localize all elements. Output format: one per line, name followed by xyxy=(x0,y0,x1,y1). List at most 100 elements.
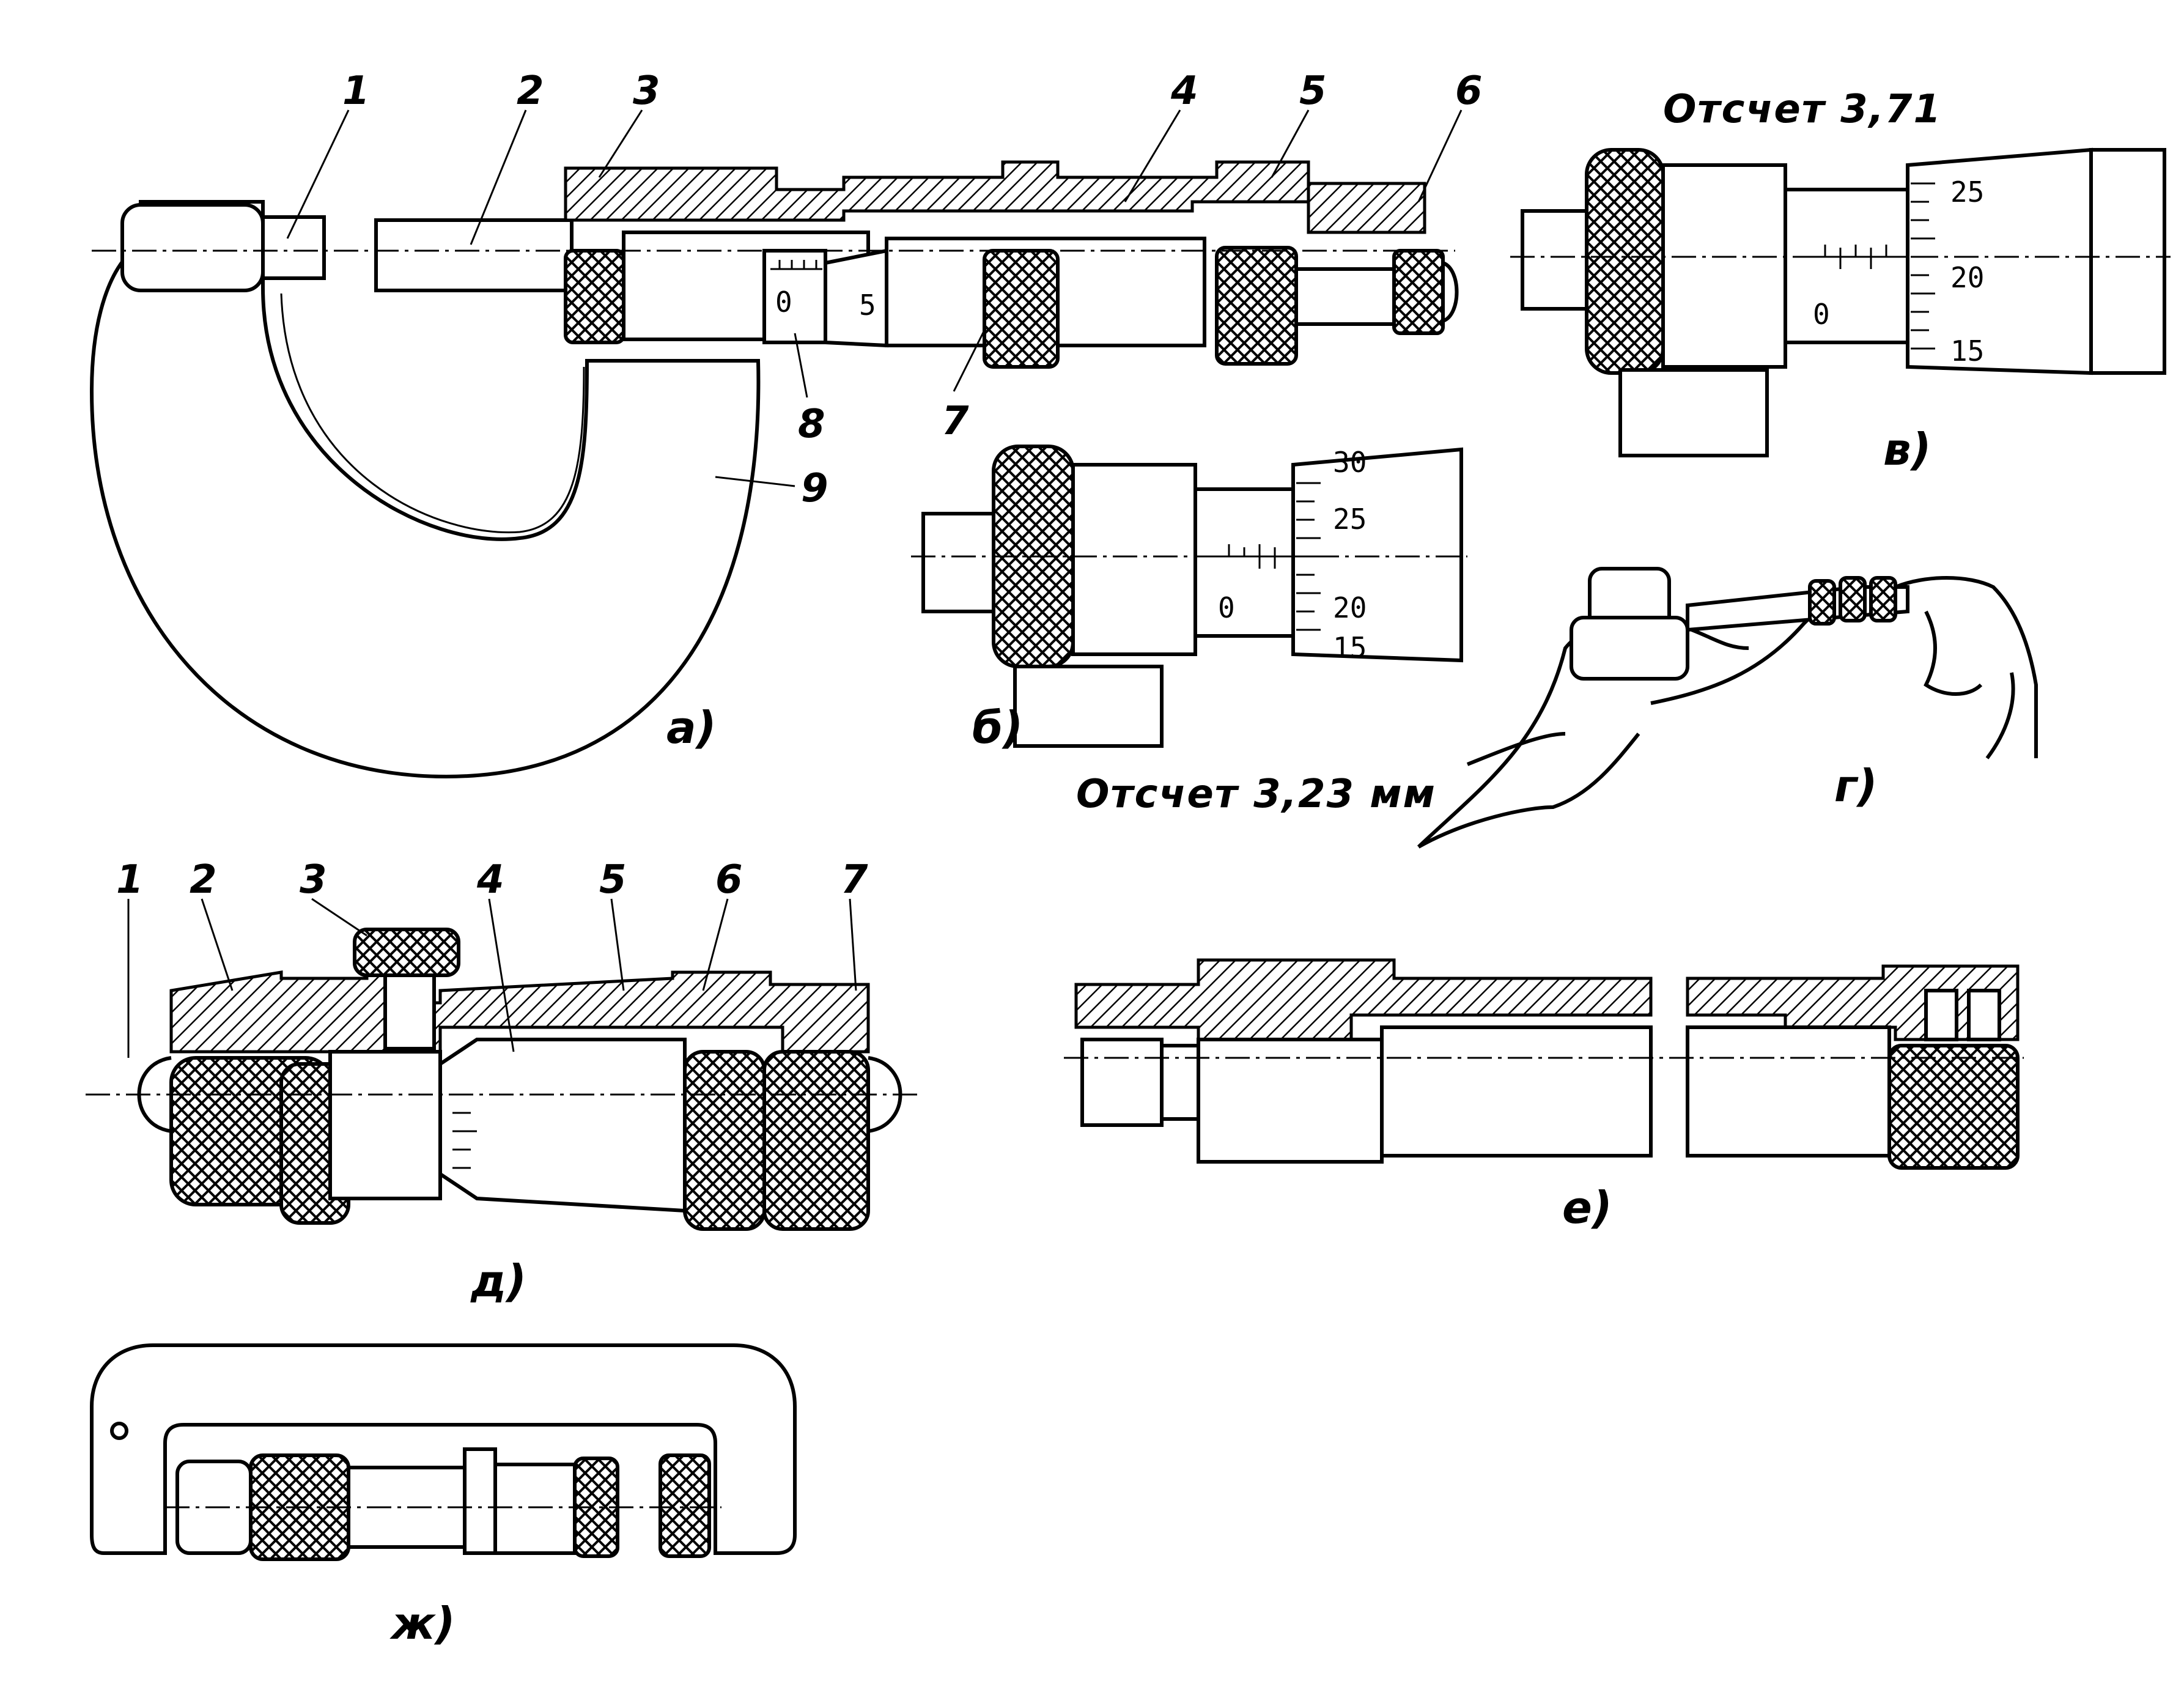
g-right-hand xyxy=(1894,576,2038,759)
b-thimble-30: 30 xyxy=(1333,446,1367,479)
scale-mark-0: 0 xyxy=(775,286,792,319)
e-rod-end xyxy=(1080,1038,1164,1127)
leader-8 xyxy=(794,333,808,398)
label-d-1: 1 xyxy=(116,857,144,903)
frame-9 xyxy=(89,200,761,779)
label-a-7: 7 xyxy=(942,399,969,444)
label-a-9: 9 xyxy=(801,466,828,511)
label-a-4: 4 xyxy=(1170,68,1198,114)
anvil-1 xyxy=(120,203,265,292)
figure-a-micrometer: 0 5 1 2 3 4 5 6 7 8 9 а) xyxy=(89,68,1483,779)
lock-knurl-3 xyxy=(564,249,625,344)
caption-e: е) xyxy=(1562,1182,1612,1233)
caption-zh: ж) xyxy=(389,1598,456,1649)
d-right-knurl xyxy=(683,1050,766,1231)
b-thimble-20: 20 xyxy=(1333,591,1367,624)
figure-g-hands: г) xyxy=(1417,567,2038,849)
label-a-8: 8 xyxy=(798,402,825,447)
e-end-block-1 xyxy=(1924,989,1958,1041)
b-thimble xyxy=(1291,447,1463,663)
caption-b: б) xyxy=(972,702,1023,753)
ratchet-tip xyxy=(1442,261,1459,323)
scale-mark-5: 5 xyxy=(859,289,876,322)
label-d-7: 7 xyxy=(841,857,868,903)
reading-v: Отсчет 3,71 xyxy=(1663,87,1942,132)
d-leader-3 xyxy=(311,898,367,937)
v-thimble-20: 20 xyxy=(1950,261,1984,294)
leader-1 xyxy=(286,109,350,239)
leader-6 xyxy=(1417,109,1463,202)
label-a-1: 1 xyxy=(342,68,370,114)
ratchet-cap-6 xyxy=(1392,249,1445,335)
label-a-6: 6 xyxy=(1455,68,1483,114)
label-a-2: 2 xyxy=(517,68,544,114)
b-sleeve-zero: 0 xyxy=(1218,591,1235,624)
b-sleeve xyxy=(1071,463,1197,656)
leader-4 xyxy=(1124,109,1181,202)
label-d-6: 6 xyxy=(715,857,743,903)
zh-case-outline xyxy=(90,1343,797,1555)
b-sleeve-inner xyxy=(1193,487,1295,638)
v-spindle xyxy=(1521,209,1592,311)
reading-b: Отсчет 3,23 мм xyxy=(1076,772,1436,817)
g-workpiece-base xyxy=(1570,616,1689,681)
b-thimble-ticks xyxy=(1296,482,1321,631)
b-thimble-15: 15 xyxy=(1333,631,1367,664)
spindle-2 xyxy=(374,218,574,292)
label-a-5: 5 xyxy=(1299,68,1327,114)
figure-e-extension: е) xyxy=(1064,958,2024,1233)
d-lock-stem xyxy=(383,973,436,1051)
g-knurl-1 xyxy=(1808,579,1836,626)
zh-mic-lock xyxy=(463,1447,497,1555)
e-rod-right xyxy=(1686,1025,1891,1158)
d-body xyxy=(328,1050,442,1200)
e-end-block-2 xyxy=(1967,989,2001,1041)
g-knurl-3 xyxy=(1869,576,1897,622)
e-rod-neck xyxy=(1160,1044,1200,1121)
label-a-3: 3 xyxy=(633,68,660,114)
housing-rear xyxy=(1307,182,1426,234)
b-spindle xyxy=(921,512,998,613)
e-section-left xyxy=(1074,958,1653,1041)
d-ratchet-knurl xyxy=(762,1050,870,1231)
sleeve-scale-8 xyxy=(762,249,827,344)
d-thimble-4 xyxy=(438,1038,687,1213)
label-d-3: 3 xyxy=(300,857,327,903)
frame-inner-edge xyxy=(280,293,585,534)
label-d-4: 4 xyxy=(476,857,504,903)
ratchet-stem xyxy=(1294,267,1396,326)
e-knurl xyxy=(1887,1044,2020,1170)
caption-v: в) xyxy=(1883,424,1931,475)
ratchet-knurl-5 xyxy=(1215,246,1298,366)
housing-section xyxy=(564,160,1310,222)
zh-case-hole xyxy=(110,1422,128,1440)
v-thimble-15: 15 xyxy=(1950,334,1984,367)
d-lock-knob-3 xyxy=(353,928,460,977)
leader-9 xyxy=(715,476,795,487)
d-leader-6 xyxy=(702,898,729,991)
v-lock-knurl xyxy=(1585,148,1665,375)
figure-b-reading: 0 30 25 20 15 б) Отсчет 3,23 мм xyxy=(911,445,1467,817)
leader-2 xyxy=(470,109,527,245)
figure-d-head: 1 2 3 4 5 6 7 д) xyxy=(86,857,917,1307)
v-thimble-25: 25 xyxy=(1950,175,1984,209)
caption-g: г) xyxy=(1834,760,1878,811)
thimble-7 xyxy=(824,248,888,348)
d-leader-5 xyxy=(610,898,625,991)
zh-mic-knurl-3 xyxy=(659,1453,711,1558)
sleeve-scale-ticks xyxy=(770,260,822,270)
figure-v-reading: Отсчет 3,71 0 xyxy=(1510,87,2171,475)
g-knurl-2 xyxy=(1839,576,1867,622)
b-frame-base xyxy=(1013,665,1164,748)
zh-mic-thimble xyxy=(493,1463,577,1555)
e-rod-mid xyxy=(1380,1025,1653,1158)
leader-7 xyxy=(953,330,986,392)
d-leader-7 xyxy=(849,898,857,991)
leader-3 xyxy=(598,109,643,178)
label-d-5: 5 xyxy=(599,857,627,903)
b-thimble-25: 25 xyxy=(1333,503,1367,536)
v-sleeve-inner xyxy=(1784,188,1909,344)
caption-d: д) xyxy=(470,1255,526,1307)
v-frame-base xyxy=(1618,368,1769,457)
